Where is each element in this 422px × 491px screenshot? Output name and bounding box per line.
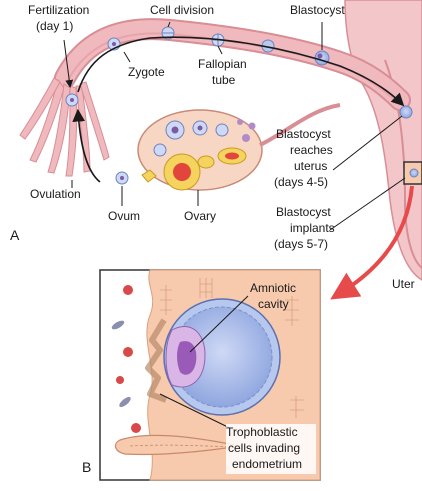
implants-label-line3: (days 5-7) <box>274 237 328 251</box>
ovary-label: Ovary <box>184 209 216 223</box>
zygote-label: Zygote <box>128 65 165 79</box>
fimbriae <box>20 78 109 176</box>
fallopian-label-line1: Fallopian <box>198 57 247 71</box>
ovulation-label: Ovulation <box>30 187 81 201</box>
uterus-shape <box>345 0 422 280</box>
uterus-label: Uter <box>392 277 415 291</box>
panel-b: Amniotic cavity Trophoblastic cells inva… <box>82 270 320 480</box>
fertilization-label-line2: (day 1) <box>36 19 73 33</box>
reaches-label-line1: Blastocyst <box>276 127 331 141</box>
amniotic-label-line1: Amniotic <box>250 281 296 295</box>
reaches-label-line3: uterus <box>294 159 327 173</box>
reaches-label-line2: reaches <box>290 143 333 157</box>
blastocyst-label: Blastocyst <box>290 3 345 17</box>
tropho-label-line2: cells invading <box>228 441 300 455</box>
cell-division-label: Cell division <box>150 3 214 17</box>
reaches-label-line4: (days 4-5) <box>274 175 328 189</box>
tropho-label-line3: endometrium <box>232 457 302 471</box>
panel-b-letter: B <box>82 459 91 475</box>
fertilization-label-line1: Fertilization <box>28 3 89 17</box>
fallopian-label-line2: tube <box>212 73 236 87</box>
panel-a: Fertilization (day 1) Cell division Blas… <box>10 0 422 292</box>
zygote-leader <box>124 52 130 62</box>
implants-label-line1: Blastocyst <box>276 205 331 219</box>
ovum-label: Ovum <box>108 209 140 223</box>
amniotic-label-line2: cavity <box>258 297 289 311</box>
implants-label-line2: implants <box>290 221 335 235</box>
panel-a-letter: A <box>10 227 20 243</box>
tropho-label-line1: Trophoblastic <box>226 425 298 439</box>
blastocyst-cell <box>315 51 329 65</box>
